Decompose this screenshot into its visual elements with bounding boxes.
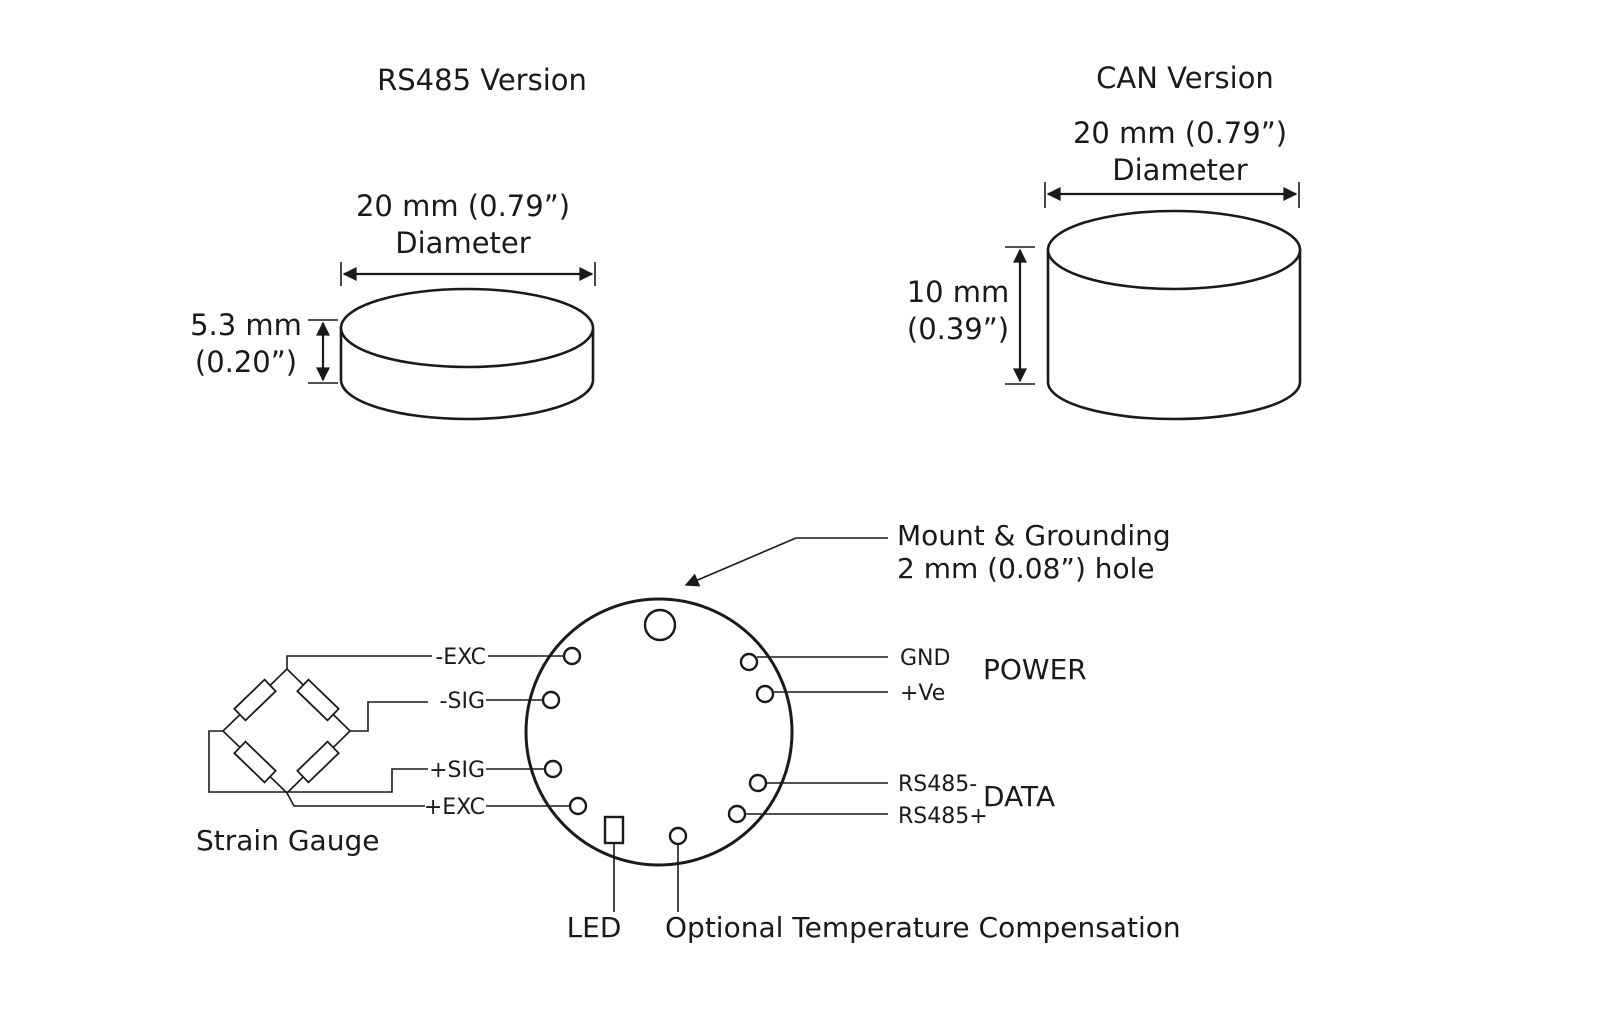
data-group-label: DATA [983, 780, 1055, 813]
wire-sig-minus [350, 701, 428, 732]
resistor-bottom-right [296, 740, 340, 784]
rs485-diameter-value: 20 mm (0.79”) [356, 189, 570, 223]
rs485-height-inches: (0.20”) [195, 345, 297, 379]
wire-exc-plus [286, 792, 425, 807]
resistor-top-right [296, 678, 340, 722]
can-cylinder-body [1046, 248, 1302, 421]
can-diameter-label: Diameter [1112, 153, 1247, 187]
pin-temp-comp [668, 826, 688, 846]
rs485-version: RS485 Version 20 mm (0.79”) Diameter 5.3… [190, 63, 596, 421]
label-ve-plus: +Ve [900, 681, 945, 706]
label-rs485-minus: RS485- [898, 772, 977, 797]
temp-comp-label: Optional Temperature Compensation [665, 911, 1181, 944]
led-pad [603, 815, 625, 845]
rs485-diameter-label: Diameter [395, 226, 530, 260]
rs485-disc-top [339, 287, 595, 369]
can-height-value: 10 mm [907, 275, 1010, 309]
pin-rs485-plus [727, 804, 747, 824]
strain-gauge-bridge [208, 655, 432, 807]
board-outline [524, 597, 794, 867]
label-exc-plus: +EXC [424, 795, 485, 820]
pinout-diagram: Mount & Grounding 2 mm (0.08”) hole -EXC… [196, 519, 1181, 944]
can-height-inches: (0.39”) [907, 312, 1009, 346]
wire-sig-plus [208, 730, 428, 793]
resistor-bottom-left [233, 740, 277, 784]
wire-exc-minus [286, 655, 432, 669]
pin-rs485-minus [748, 773, 768, 793]
mount-arrow [684, 537, 797, 587]
mount-hole [643, 608, 677, 642]
pin-ve-plus [755, 684, 775, 704]
led-label: LED [567, 911, 622, 944]
strain-gauge-label: Strain Gauge [196, 824, 379, 857]
label-exc-minus: -EXC [435, 645, 486, 670]
label-sig-plus: +SIG [429, 758, 485, 783]
label-rs485-plus: RS485+ [898, 804, 988, 829]
mount-label: Mount & Grounding [897, 519, 1171, 552]
pin-sig-minus [541, 690, 561, 710]
rs485-height-value: 5.3 mm [190, 308, 302, 342]
pin-exc-plus [568, 796, 588, 816]
pin-gnd [739, 652, 759, 672]
power-group-label: POWER [983, 653, 1087, 686]
pin-sig-plus [543, 759, 563, 779]
label-sig-minus: -SIG [440, 689, 485, 714]
mount-hole-size: 2 mm (0.08”) hole [897, 552, 1155, 585]
can-title: CAN Version [1096, 61, 1274, 95]
rs485-title: RS485 Version [377, 63, 587, 97]
can-cylinder-top [1046, 209, 1302, 291]
label-gnd: GND [900, 646, 950, 671]
resistor-top-left [233, 678, 277, 722]
pin-exc-minus [562, 646, 582, 666]
can-diameter-value: 20 mm (0.79”) [1073, 116, 1287, 150]
can-version: CAN Version 20 mm (0.79”) Diameter 10 mm… [907, 61, 1302, 421]
